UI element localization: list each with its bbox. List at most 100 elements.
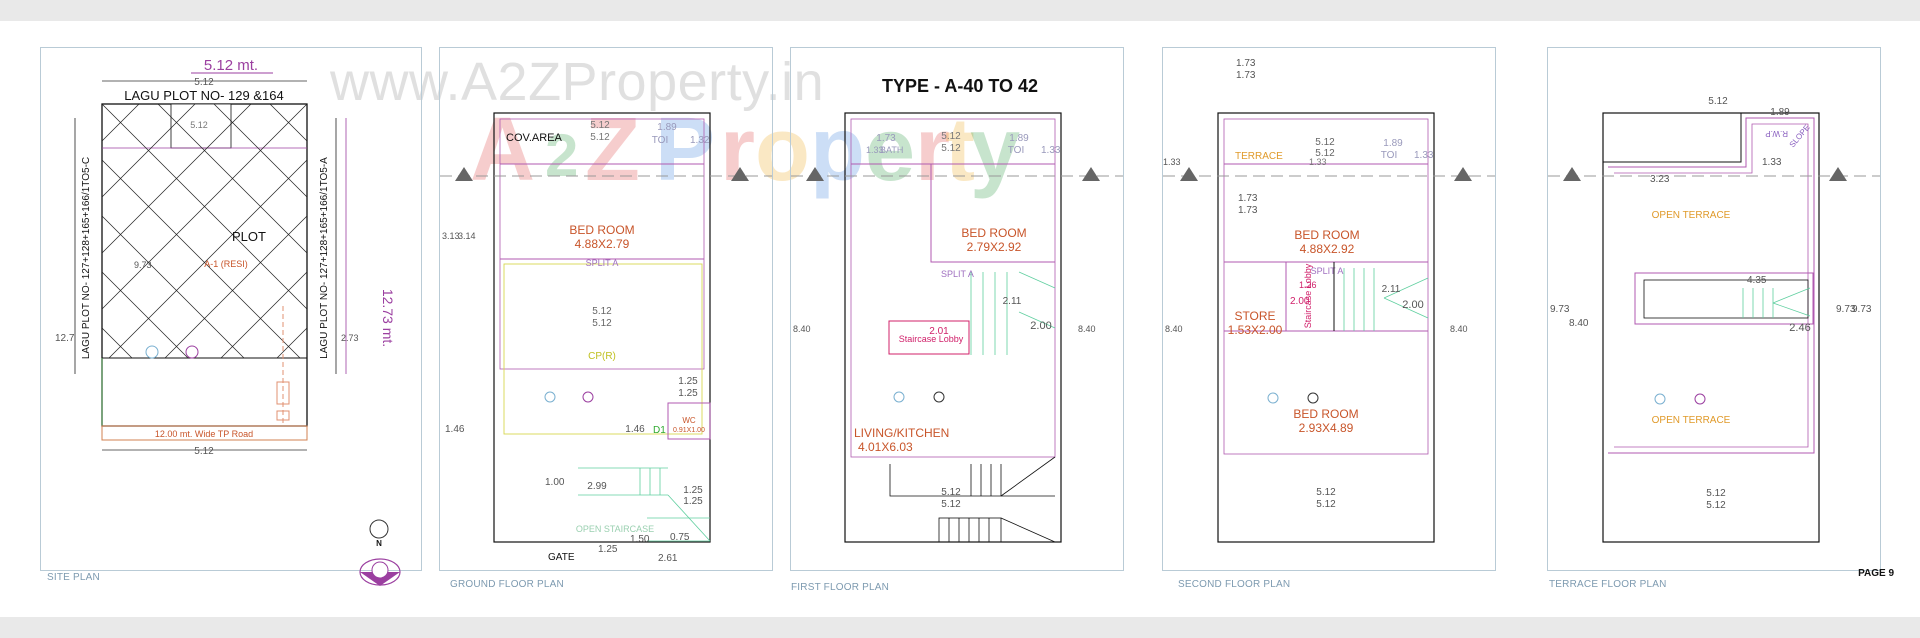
- gf-top-dim-2: 5.12: [590, 132, 610, 143]
- sf-side-h: 1.33: [1163, 157, 1181, 167]
- site-plan-panel: 5.12 mt. 5.12 LAGU PLOT NO- 129 &164 5.1…: [40, 47, 422, 586]
- ff-toi-h: 1.33: [1041, 145, 1061, 156]
- ff-living-size: 4.01X6.03: [858, 440, 913, 454]
- sf-toi-dim: 1.89: [1383, 138, 1403, 149]
- ff-bottom-dim-2: 5.12: [941, 499, 961, 510]
- ff-bedroom-size: 2.79X2.92: [967, 240, 1022, 254]
- sf-toi-label: TOI: [1381, 150, 1397, 161]
- gf-dim-7: 1.25: [598, 544, 618, 555]
- first-floor-panel: 5.12 5.12 1.73 1.33 BATH 1.89 TOI 1.33 B…: [790, 47, 1124, 571]
- gf-mid-dim-2: 5.12: [592, 318, 612, 329]
- sf-inner-dim-2: 5.12: [1315, 148, 1335, 159]
- page-number: PAGE 9: [1858, 568, 1894, 579]
- sf-mid-dim-2: 1.73: [1238, 205, 1258, 216]
- gf-toi-h: 1.32: [690, 135, 710, 146]
- site-width-label: 5.12 mt.: [204, 57, 258, 74]
- ff-side-dim-right: 8.40: [1078, 324, 1096, 334]
- gf-dim-1: 1.00: [545, 477, 565, 488]
- tf-rwp-label: R.W.P: [1765, 129, 1788, 138]
- gf-dim-4: 1.25: [683, 496, 703, 507]
- sf-bottom-dim-2: 5.12: [1316, 499, 1336, 510]
- sf-bedroom2-name: BED ROOM: [1293, 407, 1358, 421]
- tf-sub-dim: 1.89: [1770, 107, 1790, 118]
- gf-cov-area: COV.AREA: [506, 132, 563, 144]
- tf-bottom-dim-2: 5.12: [1706, 500, 1726, 511]
- ff-top-dim-2: 5.12: [941, 143, 961, 154]
- sf-split-label: SPLIT A: [1311, 266, 1344, 276]
- ff-side-dim-left: 8.40: [793, 324, 811, 334]
- sf-lobby-name: Staircase Lobby: [1303, 263, 1313, 328]
- tf-stair-h: 2.46: [1789, 322, 1810, 334]
- gf-top-dim-1: 5.12: [590, 120, 610, 131]
- ff-split-label: SPLIT A: [941, 269, 974, 279]
- site-right-neighbor: LAGU PLOT NO- 127+128+165+166/1TO5-A: [319, 157, 330, 359]
- ground-floor-panel: COV.AREA 5.12 5.12 1.89 TOI 1.32 BED ROO…: [439, 47, 773, 571]
- section-marker-icon: [1563, 167, 1847, 181]
- sf-lobby-w: 1.26: [1299, 280, 1317, 290]
- document-page: www.A2ZProperty.in A 2 Z P r o p e r t y…: [0, 21, 1920, 617]
- site-plan-drawing: 5.12 mt. 5.12 LAGU PLOT NO- 129 &164 5.1…: [55, 57, 401, 586]
- gf-dim-6: 0.75: [670, 532, 690, 543]
- gf-gate-label: GATE: [548, 552, 575, 563]
- gf-dim-3: 1.25: [683, 485, 703, 496]
- ff-bath-h: 1.33: [866, 145, 884, 155]
- gf-h-dim-outer: 1.46: [445, 424, 465, 435]
- tf-open-terrace-1: OPEN TERRACE: [1652, 210, 1731, 221]
- site-right-dim: 2.73: [341, 333, 359, 343]
- gf-open-staircase: OPEN STAIRCASE: [576, 524, 654, 534]
- gf-wc-door: D1: [653, 425, 666, 436]
- sf-stair-dim-2: 2.00: [1402, 299, 1423, 311]
- sf-store-size: 1.53X2.00: [1228, 323, 1283, 337]
- tf-top-dim: 5.12: [1708, 96, 1728, 107]
- site-bottom-dim: 5.12: [194, 446, 214, 457]
- sf-top-dim-1: 1.73: [1236, 58, 1256, 69]
- sf-bedroom1-size: 4.88X2.92: [1300, 242, 1355, 256]
- gf-stair-dim-1: 1.25: [678, 376, 698, 387]
- tf-side-right-1: 9.73: [1836, 304, 1856, 315]
- section-marker-icon: [455, 167, 749, 181]
- tf-side-right-2: 9.73: [1852, 304, 1872, 315]
- svg-text:N: N: [376, 539, 382, 548]
- ff-bottom-dim-1: 5.12: [941, 487, 961, 498]
- ff-stair-dim-2: 2.00: [1030, 320, 1051, 332]
- site-plot-label: PLOT: [232, 229, 266, 244]
- site-inner-dim: 9.73: [134, 260, 152, 270]
- ff-lobby-dim: 2.01: [929, 326, 949, 337]
- terrace-floor-drawing: 5.12 1.89 R.W.P SLOPE 1.33 3.23 OPEN TER…: [1548, 96, 1880, 543]
- ground-floor-drawing: COV.AREA 5.12 5.12 1.89 TOI 1.32 BED ROO…: [440, 112, 772, 564]
- gf-toi-dim: 1.89: [657, 122, 677, 133]
- type-title: TYPE - A-40 TO 42: [882, 76, 1039, 96]
- north-arrow-icon: N: [359, 519, 401, 586]
- site-top-dim: 5.12: [194, 77, 214, 88]
- second-floor-caption: SECOND FLOOR PLAN: [1178, 579, 1291, 590]
- sf-bedroom1-name: BED ROOM: [1294, 228, 1359, 242]
- first-floor-drawing: 5.12 5.12 1.73 1.33 BATH 1.89 TOI 1.33 B…: [791, 112, 1123, 543]
- section-marker-icon: [1180, 167, 1472, 181]
- site-road-label: 12.00 mt. Wide TP Road: [155, 429, 253, 439]
- tf-bottom-dim-1: 5.12: [1706, 488, 1726, 499]
- tf-rwp-h: 1.33: [1762, 157, 1782, 168]
- site-plan-caption: SITE PLAN: [47, 572, 100, 583]
- gf-bedroom-name: BED ROOM: [569, 223, 634, 237]
- ground-floor-caption: GROUND FLOOR PLAN: [450, 579, 564, 590]
- gf-dim-2: 2.99: [587, 481, 607, 492]
- gf-side-dim-2: 3.14: [458, 231, 476, 241]
- second-floor-panel: 1.73 1.73 TERRACE 5.12 5.12 1.33 1.33 1.…: [1162, 47, 1496, 571]
- ff-living-name: LIVING/KITCHEN: [854, 426, 949, 440]
- terrace-floor-panel: 5.12 1.89 R.W.P SLOPE 1.33 3.23 OPEN TER…: [1547, 47, 1881, 571]
- gf-wc-size: 0.91X1.00: [673, 427, 705, 434]
- ff-bath-dim: 1.73: [876, 133, 896, 144]
- ff-top-dim-1: 5.12: [941, 131, 961, 142]
- terrace-floor-caption: TERRACE FLOOR PLAN: [1549, 579, 1667, 590]
- tf-side-left-1: 9.73: [1550, 304, 1570, 315]
- second-floor-drawing: 1.73 1.73 TERRACE 5.12 5.12 1.33 1.33 1.…: [1163, 58, 1495, 543]
- gf-dim-8: 2.61: [658, 553, 678, 564]
- section-marker-icon: [806, 167, 1100, 181]
- ff-toi-dim: 1.89: [1009, 133, 1029, 144]
- sf-side-dim-left: 8.40: [1165, 324, 1183, 334]
- site-left-dim: 12.7: [55, 333, 75, 344]
- gf-dim-5: 1.50: [630, 534, 650, 545]
- tf-open-terrace-2: OPEN TERRACE: [1652, 415, 1731, 426]
- sf-terrace-label: TERRACE: [1235, 151, 1283, 162]
- gf-stair-dim-2: 1.25: [678, 388, 698, 399]
